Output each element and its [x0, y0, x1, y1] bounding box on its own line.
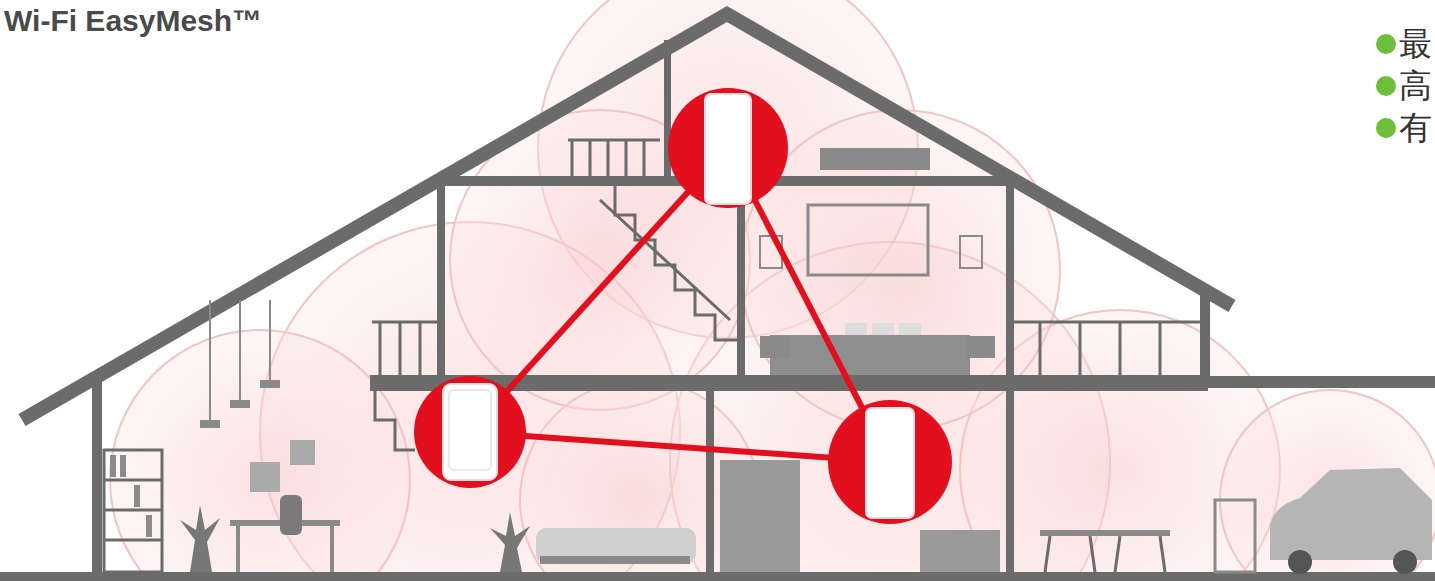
coverage-glow: [110, 0, 1435, 581]
mesh-links: [470, 148, 890, 462]
furniture: [104, 148, 1432, 574]
router-nodes: [414, 88, 952, 524]
plants: [180, 505, 530, 572]
house-structure: [0, 14, 1435, 581]
bullet-text: 有: [1399, 108, 1432, 148]
bullet-text: 高: [1399, 66, 1432, 106]
bullet-dots: [1376, 34, 1396, 138]
bullet-text: 最: [1399, 24, 1432, 64]
diagram-title: Wi-Fi EasyMesh™: [4, 3, 262, 39]
